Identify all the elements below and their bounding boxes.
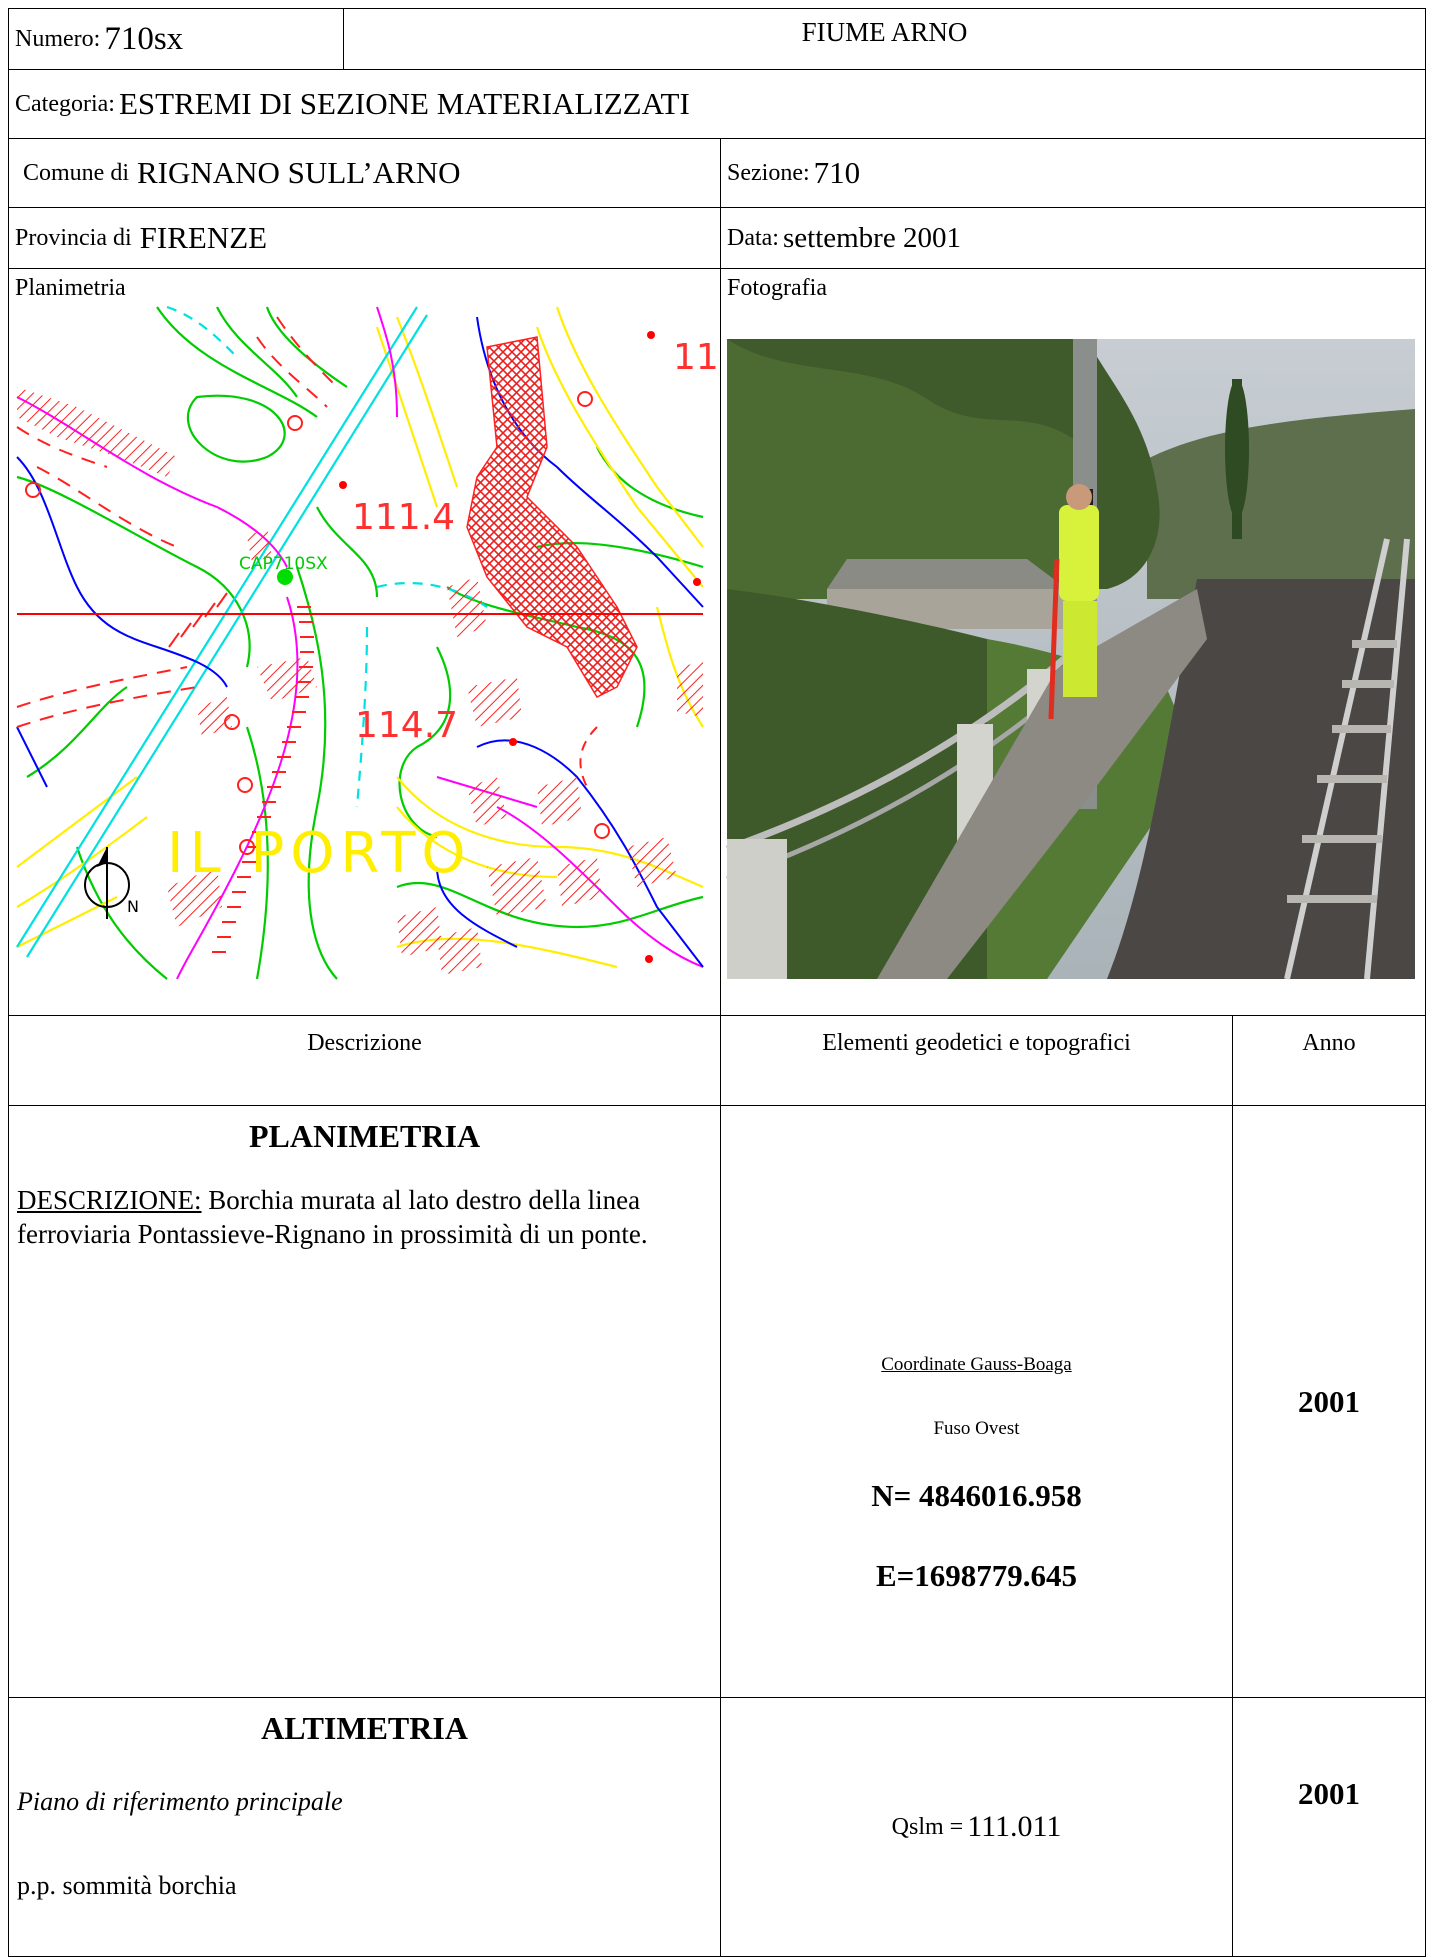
provincia-cell: Provincia di FIRENZE	[8, 207, 721, 269]
planimetria-map: 111.4 114.7 11 CAP710SX IL PORTO N	[16, 305, 719, 980]
sezione-value: 710	[813, 155, 861, 190]
provincia-value: FIRENZE	[139, 220, 268, 255]
altimetria-qslm-cell: Qslm = 111.011	[720, 1697, 1233, 1957]
cap-point-marker	[277, 569, 293, 585]
categoria-value: ESTREMI DI SEZIONE MATERIALIZZATI	[118, 86, 690, 121]
provincia-label: Provincia di	[15, 224, 132, 251]
col-elementi: Elementi geodetici e topografici	[720, 1015, 1233, 1106]
site-photo-image	[725, 339, 1415, 980]
map-dots	[339, 331, 701, 963]
fotografia-panel: Fotografia	[720, 268, 1426, 1016]
altimetria-point: p.p. sommità borchia	[17, 1871, 237, 1900]
comune-value: RIGNANO SULL’ARNO	[137, 155, 461, 190]
map-drawing: 111.4 114.7 11 CAP710SX IL PORTO N	[16, 305, 719, 980]
col-elementi-label: Elementi geodetici e topografici	[822, 1030, 1131, 1056]
description-label: DESCRIZIONE:	[17, 1185, 202, 1215]
map-point-label: CAP710SX	[239, 554, 328, 574]
coord-fuso: Fuso Ovest	[933, 1418, 1020, 1439]
north-label: N	[127, 897, 139, 916]
numero-cell: Numero: 710sx	[8, 8, 344, 70]
sezione-label: Sezione:	[727, 159, 810, 186]
qslm-label: Qslm =	[891, 1813, 964, 1840]
description-text: Borchia murata al lato destro della line…	[17, 1185, 648, 1249]
map-elev-3: 11	[673, 337, 719, 378]
river-cell: FIUME ARNO	[343, 8, 1426, 70]
coord-north: N= 4846016.958	[871, 1478, 1082, 1513]
comune-label: Comune di	[23, 159, 129, 186]
map-place-label: IL PORTO	[167, 821, 471, 886]
road-lines	[16, 306, 704, 969]
planimetria-label: Planimetria	[15, 275, 126, 301]
map-circles	[25, 391, 610, 855]
hatched-buildings	[17, 336, 703, 975]
data-value: settembre 2001	[782, 221, 961, 254]
planimetria-desc-cell: PLANIMETRIA DESCRIZIONE: Borchia murata …	[8, 1105, 721, 1698]
map-elev-1: 111.4	[352, 497, 455, 538]
north-arrow-icon	[84, 847, 130, 919]
col-descrizione-label: Descrizione	[307, 1030, 422, 1056]
planimetria-title: PLANIMETRIA	[248, 1118, 481, 1154]
numero-value: 710sx	[104, 20, 184, 57]
coord-east: E=1698779.645	[875, 1558, 1078, 1593]
data-cell: Data: settembre 2001	[720, 207, 1426, 269]
railway	[16, 305, 488, 958]
planimetria-description: DESCRIZIONE: Borchia murata al lato dest…	[17, 1183, 712, 1251]
altimetria-year-cell: 2001	[1232, 1697, 1426, 1957]
categoria-label: Categoria:	[15, 90, 115, 117]
numero-label: Numero:	[15, 25, 101, 52]
altimetria-desc-cell: ALTIMETRIA Piano di riferimento principa…	[8, 1697, 721, 1957]
col-anno: Anno	[1232, 1015, 1426, 1106]
coord-system: Coordinate Gauss-Boaga	[881, 1354, 1072, 1375]
sezione-cell: Sezione: 710	[720, 138, 1426, 208]
data-label: Data:	[727, 224, 779, 251]
planimetria-year: 2001	[1298, 1383, 1360, 1419]
site-photo	[725, 339, 1415, 980]
planimetria-panel: Planimetria	[8, 268, 721, 1016]
col-descrizione: Descrizione	[8, 1015, 721, 1106]
qslm-value: 111.011	[967, 1810, 1062, 1843]
river-name: FIUME ARNO	[801, 17, 968, 47]
categoria-cell: Categoria: ESTREMI DI SEZIONE MATERIALIZ…	[8, 69, 1426, 139]
map-elev-2: 114.7	[355, 705, 458, 746]
red-dashed-lines	[16, 316, 598, 788]
col-anno-label: Anno	[1302, 1030, 1356, 1056]
altimetria-plane: Piano di riferimento principale	[17, 1787, 343, 1816]
altimetria-year: 2001	[1298, 1776, 1360, 1811]
comune-cell: Comune di RIGNANO SULL’ARNO	[8, 138, 721, 208]
altimetria-title: ALTIMETRIA	[261, 1710, 468, 1746]
fotografia-label: Fotografia	[727, 275, 827, 301]
planimetria-year-cell: 2001	[1232, 1105, 1426, 1698]
planimetria-coord-cell: Coordinate Gauss-Boaga Fuso Ovest N= 484…	[720, 1105, 1233, 1698]
